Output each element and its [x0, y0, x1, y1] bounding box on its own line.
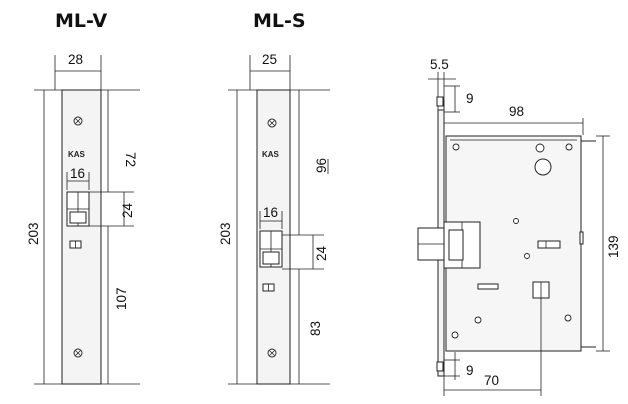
case-depth-label: 98: [509, 104, 524, 119]
ml-s-width-label: 25: [262, 52, 277, 67]
ml-s-title: ML-S: [253, 10, 306, 32]
ml-v-faceplate: [61, 89, 102, 385]
ml-s-brand: KAS: [262, 150, 280, 159]
small-hole: [535, 143, 545, 153]
ml-v-top-to-latch-label: 72: [123, 152, 138, 167]
slide-plate: [537, 240, 561, 249]
side-view-drawing: 5.5 9 98: [417, 57, 621, 396]
ml-v-latch-width-label: 16: [70, 166, 85, 181]
ml-s-top-to-latch-label: 96: [314, 158, 329, 173]
ml-v-latch-to-bottom-label: 107: [114, 287, 129, 310]
ml-s-latch-to-bottom-label: 83: [308, 321, 323, 336]
ml-s-height-label: 203: [218, 222, 233, 245]
ml-s-latch-width-label: 16: [263, 205, 278, 220]
ml-v-latch-height-label: 24: [120, 202, 135, 218]
screw-offset-top-label: 9: [466, 91, 474, 106]
top-screw-head: [436, 96, 444, 107]
case-height-label: 139: [606, 235, 621, 258]
faceplate-offset-label: 5.5: [430, 57, 449, 72]
ml-v-brand: KAS: [68, 150, 86, 159]
ml-v-height-label: 203: [26, 222, 41, 245]
ml-v-width-label: 28: [68, 52, 83, 67]
ml-v-title: ML-V: [55, 10, 108, 32]
ml-v-drawing: ML-V 28 203 KAS 16: [26, 10, 140, 385]
bottom-screw-head: [436, 361, 444, 372]
backset-label: 70: [484, 373, 499, 388]
screw-offset-bottom-label: 9: [466, 363, 474, 378]
ml-s-drawing: ML-S 25 203 KAS 16 96: [218, 10, 330, 385]
spindle-hole: [534, 158, 552, 176]
deadbolt-slot: [477, 283, 499, 290]
ml-s-latch-height-label: 24: [314, 245, 329, 261]
